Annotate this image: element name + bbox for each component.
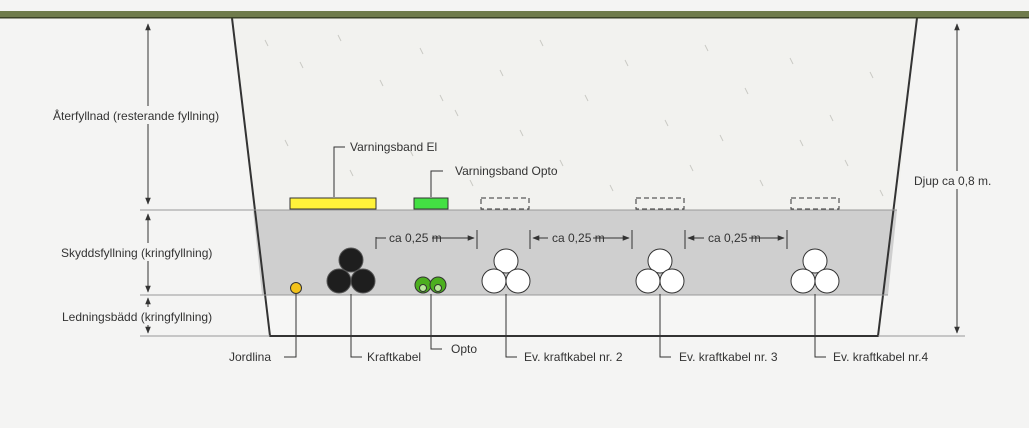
future-cable-4-core-right [814,268,840,294]
tape-el-callout-line [333,146,345,197]
future-cable-2-core-top [493,248,519,274]
cable-bed-label: Ledningsbädd (kringfyllning) [62,310,212,324]
ground-wire [290,282,302,294]
grass-edge [0,17,1029,19]
backfill-gravel-texture [264,34,884,197]
opto-inner-right [434,284,442,292]
protective-fill-label-bg [58,243,236,261]
ground-wire-label: Jordlina [229,350,271,364]
future-cable-3-core-right [659,268,685,294]
backfill-label-bg [50,106,240,124]
opto-inner-left [419,284,427,292]
future-cable-3-core-top [647,248,673,274]
spacing-1-label: ca 0,25 m [389,231,442,245]
spacing-3-label: ca 0,25 m [708,231,761,245]
opto-callout-line [430,294,442,350]
grass-surface [0,11,1029,18]
depth-label: Djup ca 0,8 m. [914,174,991,188]
backfill-layer [232,18,917,210]
tape-opto-callout-line [430,170,443,197]
future-cable-2-label: Ev. kraftkabel nr. 2 [524,350,623,364]
backfill-label: Återfyllnad (resterande fyllning) [53,108,219,123]
future-cable-3-label: Ev. kraftkabel nr. 3 [679,350,778,364]
power-cable-label: Kraftkabel [367,350,421,364]
warning-tape-opto [413,197,449,210]
protective-fill-label: Skyddsfyllning (kringfyllning) [61,246,212,260]
power-cable-core-left [326,268,352,294]
spacing-2-label: ca 0,25 m [552,231,605,245]
future-cable-4-core-left [790,268,816,294]
warning-tape-el [289,197,377,210]
future-cable-4-core-top [802,248,828,274]
future-cable-3-callout-line [659,294,671,358]
future-warning-tape-3 [635,197,685,210]
power-cable-core-right [350,268,376,294]
future-cable-bundle-4 [790,248,840,294]
future-cable-2-callout-line [505,294,517,358]
protective-fill-layer [253,210,897,295]
cable-bed-layer [262,295,888,336]
trench-outline [231,17,918,337]
future-cable-2-core-left [481,268,507,294]
opto-cable-pair [414,276,447,294]
future-cable-4-callout-line [814,294,826,358]
tape-el-label: Varningsband El [350,140,437,154]
depth-label-bg [912,171,1004,189]
future-cable-2-core-right [505,268,531,294]
future-cable-4-label: Ev. kraftkabel nr.4 [833,350,928,364]
tape-opto-label: Varningsband Opto [455,164,558,178]
cable-bed-label-bg [60,307,236,325]
future-warning-tape-4 [790,197,840,210]
future-cable-bundle-3 [635,248,685,294]
ground-wire-callout-line [284,294,297,358]
opto-label: Opto [451,342,477,356]
future-warning-tape-2 [480,197,530,210]
power-cable-core-top [338,247,364,273]
future-cable-3-core-left [635,268,661,294]
power-cable-callout-line [350,294,362,358]
power-cable-bundle [326,247,376,294]
future-cable-bundle-2 [481,248,531,294]
